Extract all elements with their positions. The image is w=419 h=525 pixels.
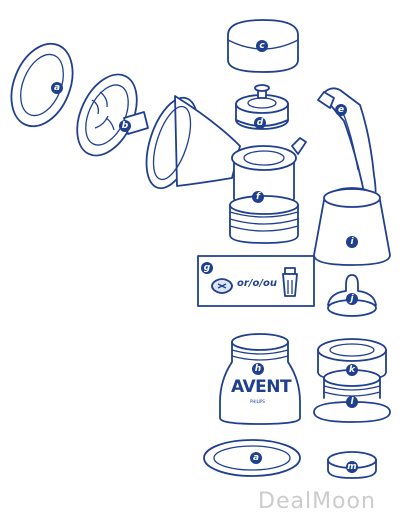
label-e: e (335, 104, 347, 116)
bottle-brand: AVENT (231, 377, 292, 397)
pump-body-funnel (145, 95, 241, 190)
part-h-bottle (219, 333, 301, 425)
svg-text:l: l (350, 397, 354, 407)
label-h: h (252, 363, 264, 375)
svg-text:j: j (348, 294, 354, 304)
svg-text:k: k (349, 365, 356, 375)
svg-text:g: g (204, 263, 211, 273)
label-a-bottom: a (250, 452, 262, 464)
part-b-massage-cushion (76, 73, 149, 157)
svg-text:d: d (257, 118, 264, 128)
part-e-handle (317, 87, 377, 205)
part-g-alternatives-box (197, 255, 315, 307)
bottle-sub: PHILIPS (250, 399, 265, 404)
watermark: DealMoon (258, 489, 376, 514)
part-i-bottle-cover (313, 187, 391, 266)
svg-text:m: m (347, 462, 356, 472)
label-m: m (346, 461, 358, 473)
label-b: b (119, 120, 131, 132)
label-l: l (346, 396, 358, 408)
label-k: k (346, 364, 358, 376)
part-a-ring-top (10, 42, 74, 128)
label-i: i (346, 236, 358, 248)
label-j: j (346, 293, 358, 305)
part-f-pump-body (229, 137, 307, 244)
svg-text:b: b (122, 121, 129, 131)
svg-text:f: f (256, 192, 261, 202)
svg-text:a: a (253, 453, 259, 463)
svg-text:c: c (259, 41, 265, 51)
label-g: g (201, 262, 213, 274)
part-d-valve (235, 84, 289, 130)
label-f: f (252, 191, 264, 203)
svg-text:i: i (350, 237, 354, 247)
label-c: c (256, 40, 268, 52)
svg-text:e: e (338, 105, 344, 115)
alternative-text: or/o/ou (237, 278, 277, 289)
svg-text:a: a (54, 83, 60, 93)
label-d: d (254, 117, 266, 129)
label-a-top: a (51, 82, 63, 94)
part-j-teat (327, 274, 377, 317)
svg-text:h: h (255, 364, 261, 374)
